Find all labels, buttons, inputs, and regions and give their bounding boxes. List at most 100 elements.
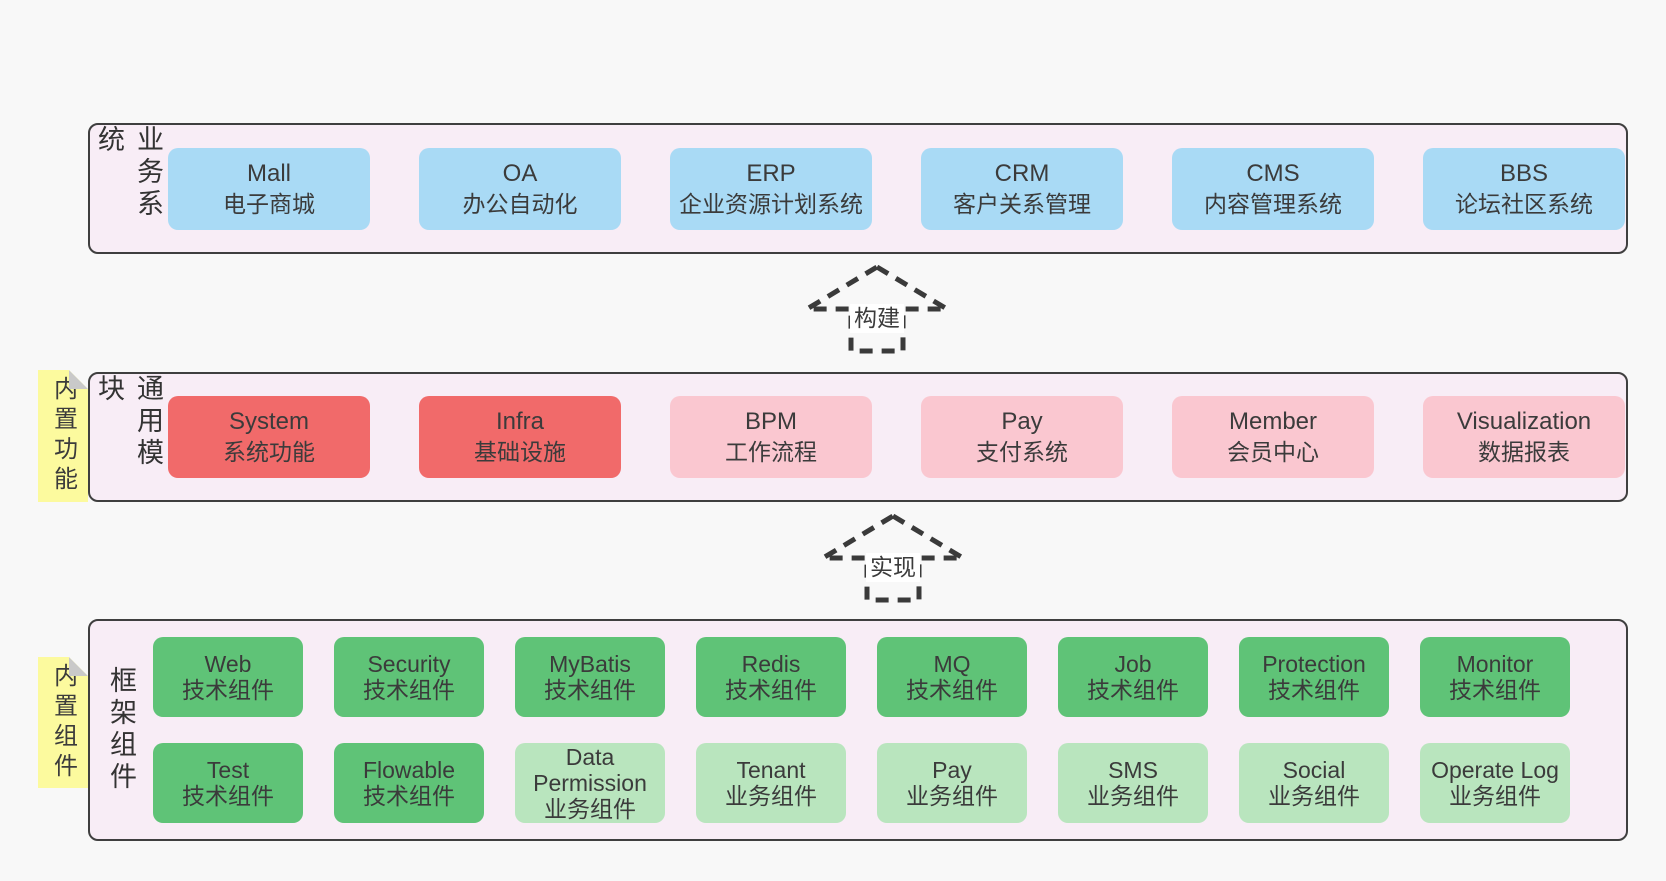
module-name: Infra — [495, 408, 545, 435]
module-name: Security — [367, 651, 451, 677]
module-name: CMS — [1246, 159, 1300, 187]
module-name: Pay — [1001, 408, 1043, 435]
module-description: 内容管理系统 — [1204, 190, 1342, 217]
module-name: Pay — [932, 757, 972, 783]
module-description: 业务组件 — [1449, 783, 1541, 809]
module-box-infra: Infra 基础设施 — [419, 396, 621, 478]
module-box-oa: OA 办公自动化 — [419, 147, 621, 230]
module-description: 技术组件 — [182, 677, 274, 703]
module-description: 技术组件 — [1449, 677, 1541, 703]
module-name: Operate Log — [1431, 757, 1559, 783]
module-description: 技术组件 — [363, 783, 455, 809]
module-description: 业务组件 — [906, 783, 998, 809]
module-box-mall: Mall 电子商城 — [168, 147, 370, 230]
module-name: Monitor — [1456, 651, 1534, 677]
dashed-up-arrow-build — [797, 264, 957, 354]
module-description: 业务组件 — [1268, 783, 1360, 809]
module-name: Social — [1282, 757, 1346, 783]
arrow-label-build: 构建 — [850, 304, 904, 333]
module-name: MyBatis — [549, 651, 631, 677]
sticky-note-built-in-features: 内置功能 — [38, 370, 88, 502]
module-box-erp: ERP 企业资源计划系统 — [670, 147, 872, 230]
module-box-member: Member 会员中心 — [1172, 396, 1374, 478]
module-name: Redis — [741, 651, 801, 677]
module-name: Visualization — [1456, 408, 1592, 435]
sticky-note-label: 内置功能 — [49, 376, 77, 496]
module-description: 论坛社区系统 — [1455, 190, 1593, 217]
module-description: 技术组件 — [182, 783, 274, 809]
module-description: 支付系统 — [976, 439, 1068, 465]
band-label-framework-components: 框架组件 — [106, 666, 136, 794]
module-name: Test — [206, 757, 250, 783]
module-description: 技术组件 — [1268, 677, 1360, 703]
folded-corner-icon — [69, 370, 88, 389]
module-description: 基础设施 — [474, 439, 566, 465]
band-business-systems-boxes: Mall 电子商城 OA 办公自动化 ERP 企业资源计划系统 CRM 客户关系管理 CMS 内容… — [168, 125, 1639, 252]
module-description: 技术组件 — [363, 677, 455, 703]
band-business-systems: 业务系统 Mall 电子商城 OA 办公自动化 ERP 企业资源计划系统 CRM 客户关系管理… — [88, 123, 1628, 254]
module-name: SMS — [1108, 757, 1158, 783]
module-description: 企业资源计划系统 — [679, 190, 863, 217]
module-name: Web — [204, 651, 252, 677]
module-box-bbs: BBS 论坛社区系统 — [1423, 147, 1625, 230]
band-label-common-modules: 通用模块 — [94, 374, 163, 470]
arrow-label-implement: 实现 — [866, 553, 920, 582]
module-name: Protection — [1262, 651, 1366, 677]
dashed-up-arrow-implement — [813, 513, 973, 603]
module-name: Mall — [246, 159, 291, 187]
module-description: 技术组件 — [544, 677, 636, 703]
module-box-visualization: Visualization 数据报表 — [1423, 396, 1625, 478]
module-description: 工作流程 — [725, 439, 817, 465]
module-name: Data Permission — [533, 744, 647, 796]
module-description: 技术组件 — [725, 677, 817, 703]
module-description: 业务组件 — [725, 783, 817, 809]
module-name: BBS — [1499, 159, 1549, 187]
folded-corner-icon — [69, 657, 88, 676]
module-description: 业务组件 — [544, 796, 636, 822]
module-name: Job — [1114, 651, 1152, 677]
module-description: 电子商城 — [223, 190, 315, 217]
module-name: MQ — [933, 651, 971, 677]
sticky-note-built-in-components: 内置组件 — [38, 657, 88, 788]
module-name: BPM — [744, 408, 797, 435]
module-name: CRM — [994, 159, 1050, 187]
module-name: System — [228, 408, 309, 435]
module-box-cms: CMS 内容管理系统 — [1172, 147, 1374, 230]
module-description: 技术组件 — [1087, 677, 1179, 703]
module-description: 业务组件 — [1087, 783, 1179, 809]
module-box-crm: CRM 客户关系管理 — [921, 147, 1123, 230]
module-name: Tenant — [736, 757, 806, 783]
module-name: ERP — [746, 159, 796, 187]
module-box-pay: Pay 支付系统 — [921, 396, 1123, 478]
sticky-note-label: 内置组件 — [49, 662, 77, 783]
band-label-business-systems: 业务系统 — [94, 125, 163, 221]
module-description: 客户关系管理 — [953, 190, 1091, 217]
module-name: OA — [502, 159, 538, 187]
module-description: 会员中心 — [1227, 439, 1319, 465]
module-description: 数据报表 — [1478, 439, 1570, 465]
module-description: 办公自动化 — [462, 190, 578, 217]
module-name: Flowable — [362, 757, 456, 783]
module-name: Member — [1228, 408, 1318, 435]
